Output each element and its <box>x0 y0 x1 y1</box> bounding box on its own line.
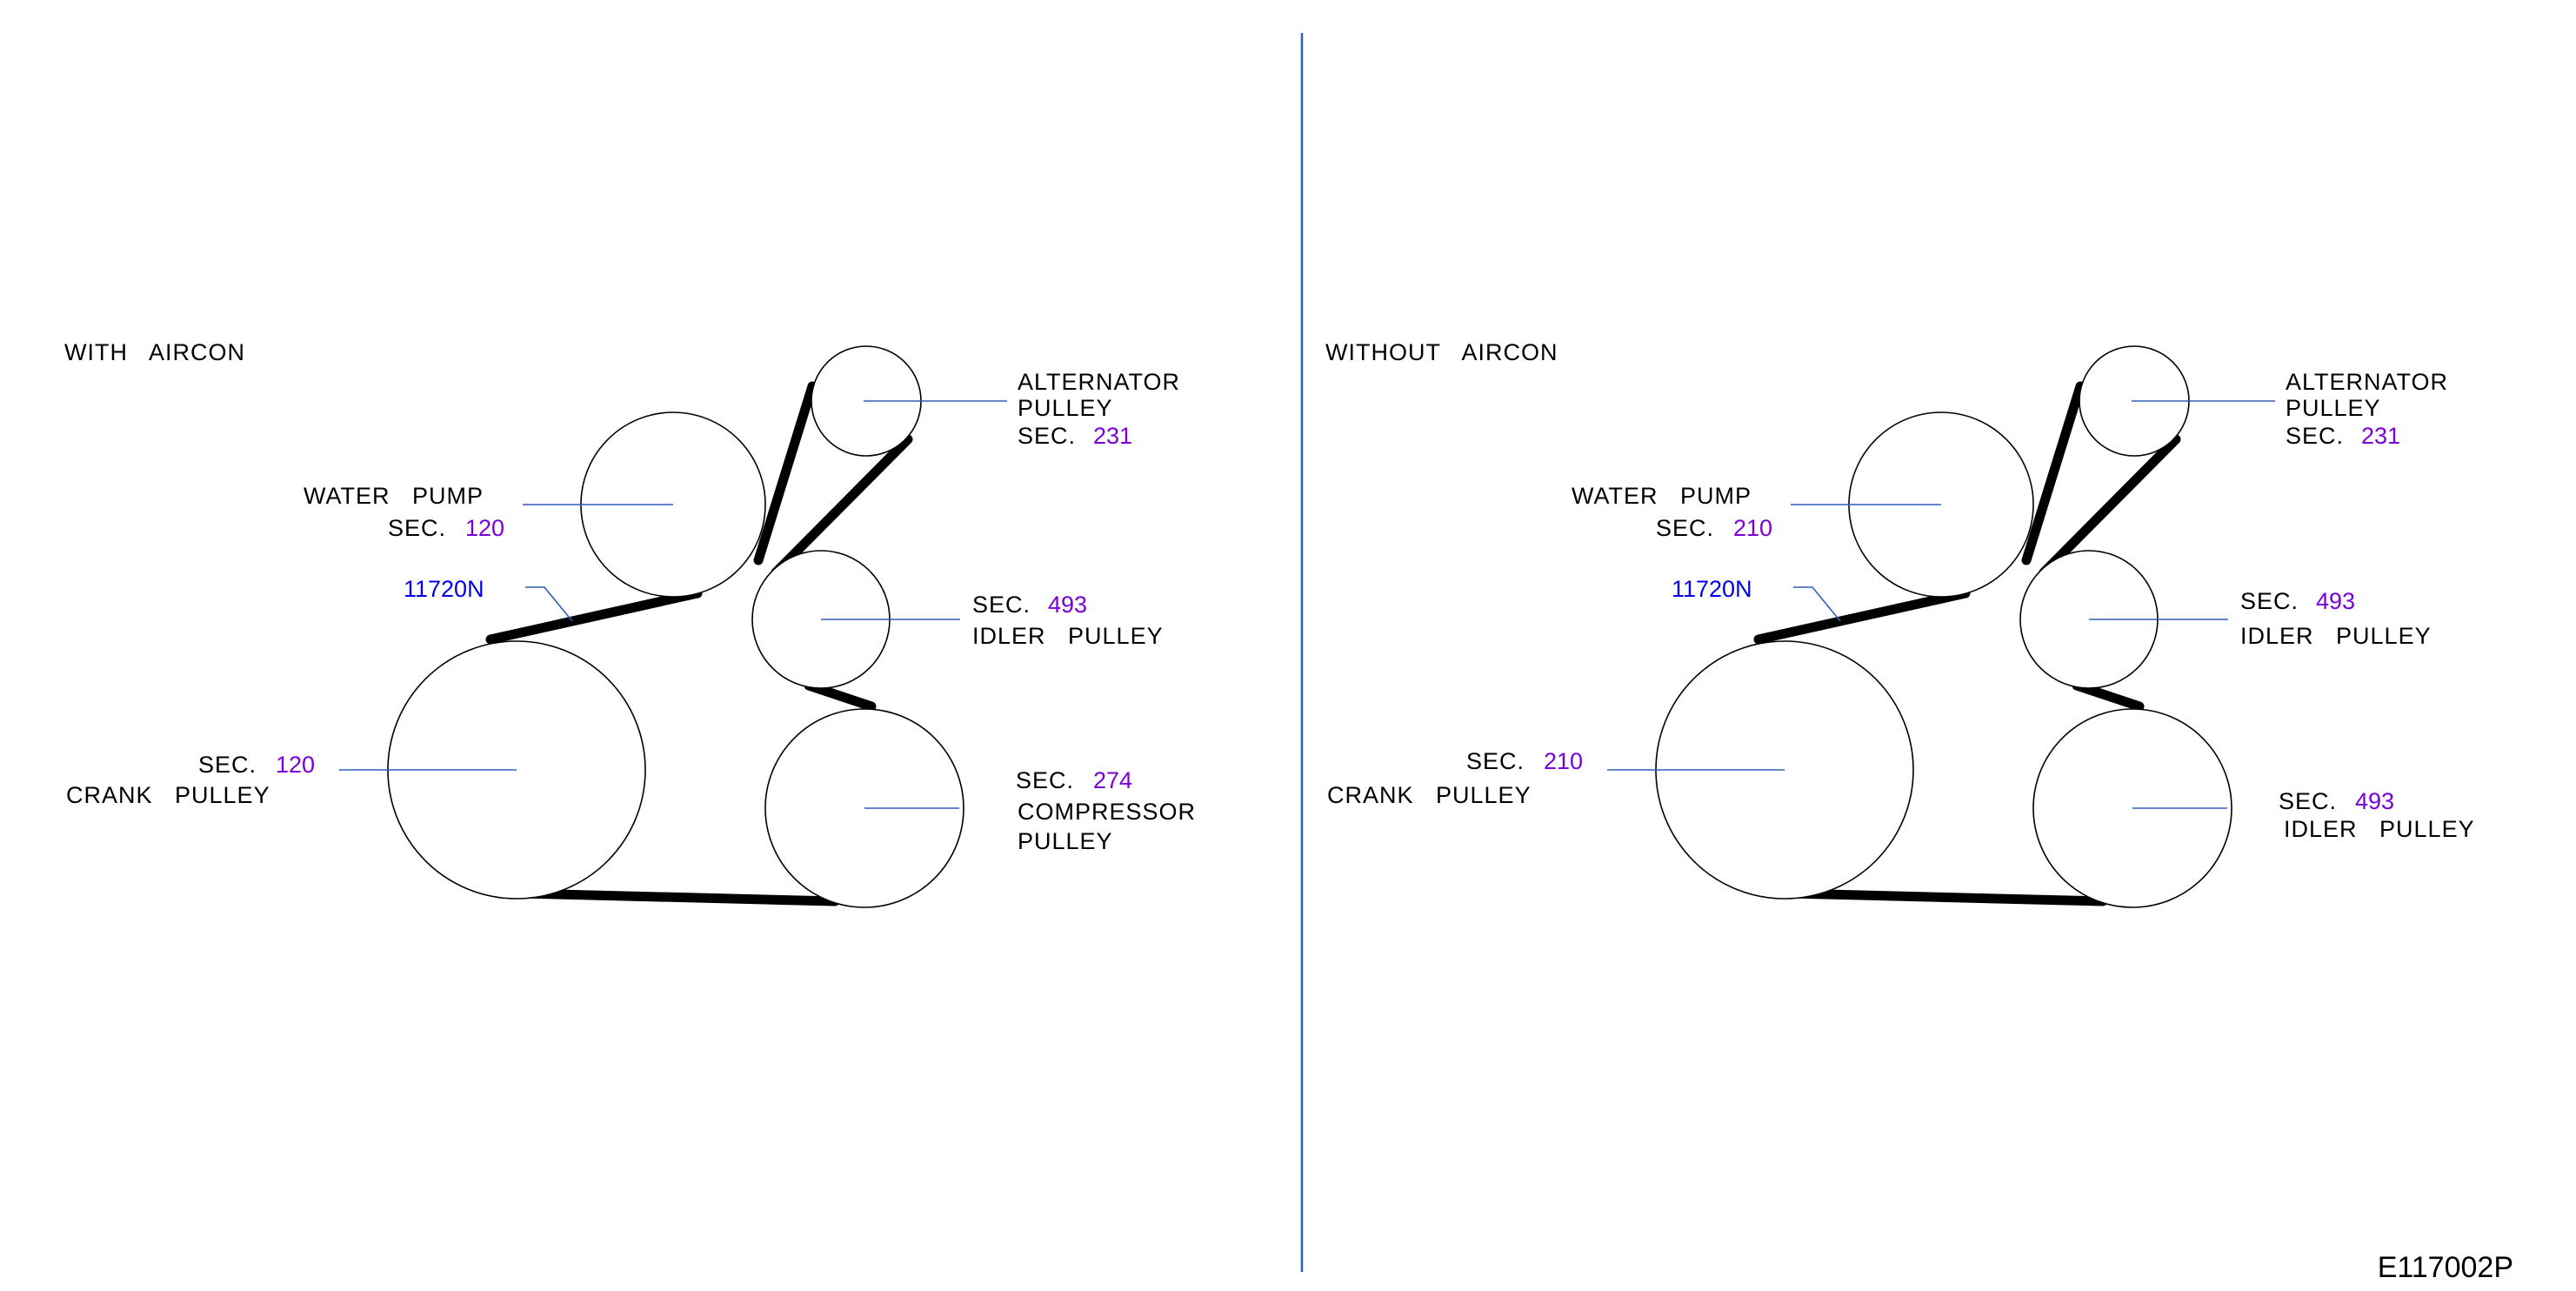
belt-segment <box>2021 381 2085 565</box>
water-pump-label: WATER PUMP <box>304 483 484 509</box>
belt-segment <box>771 434 913 578</box>
belt-part-number: 11720N <box>404 576 484 602</box>
belt-segment <box>1753 588 1971 645</box>
water-pump-sec-label: SEC. <box>1656 515 1714 541</box>
alternator-label-line1: ALTERNATOR <box>2286 369 2448 395</box>
belt-segment <box>485 588 703 645</box>
idler-upper-sec-label: SEC. <box>2240 588 2299 614</box>
compressor-sec-value: 274 <box>1093 767 1132 793</box>
leader-line <box>525 586 573 622</box>
idler-lower-sec-value: 493 <box>2355 788 2394 814</box>
alternator-sec-label: SEC. <box>1018 423 1076 449</box>
crank-sec-value: 210 <box>1544 748 1583 774</box>
compressor-label-line2: PULLEY <box>1018 828 1113 854</box>
belt-segment <box>2072 680 2145 712</box>
belt-segment <box>753 381 818 565</box>
compressor-label-line1: COMPRESSOR <box>1018 799 1196 825</box>
with-aircon-panel: WITH AIRCON ALTERNATOR PULLEY SEC. 231 W… <box>64 339 1196 908</box>
water-pump-sec-value: 120 <box>465 515 504 541</box>
idler-lower-sec-label: SEC. <box>2279 788 2337 814</box>
belt-part-number: 11720N <box>1672 576 1752 602</box>
panel-title: WITHOUT AIRCON <box>1325 339 1558 365</box>
belt-segment <box>517 888 840 906</box>
panel-title: WITH AIRCON <box>64 339 245 365</box>
belt-segment <box>1785 888 2108 906</box>
alternator-label-line2: PULLEY <box>1018 395 1113 421</box>
crank-sec-label: SEC. <box>1466 748 1525 774</box>
idler-sec-value: 493 <box>1048 592 1087 618</box>
crank-label: CRANK PULLEY <box>66 782 270 808</box>
alternator-label-line2: PULLEY <box>2286 395 2381 421</box>
crank-sec-label: SEC. <box>198 752 257 778</box>
compressor-sec-label: SEC. <box>1016 767 1074 793</box>
alternator-sec-label: SEC. <box>2286 423 2344 449</box>
idler-label: IDLER PULLEY <box>972 623 1164 649</box>
drive-belt <box>1753 381 2181 906</box>
crank-label: CRANK PULLEY <box>1327 782 1532 808</box>
drive-belt <box>485 381 913 906</box>
leader-line <box>1793 586 1841 622</box>
drawing-code: E117002P <box>2378 1251 2513 1284</box>
idler-upper-label: IDLER PULLEY <box>2240 623 2432 649</box>
alternator-sec-value: 231 <box>2361 423 2400 449</box>
crank-sec-value: 120 <box>276 752 315 778</box>
alternator-sec-value: 231 <box>1093 423 1132 449</box>
idler-lower-label: IDLER PULLEY <box>2284 816 2475 842</box>
water-pump-label: WATER PUMP <box>1572 483 1752 509</box>
idler-upper-sec-value: 493 <box>2316 588 2355 614</box>
idler-sec-label: SEC. <box>972 592 1031 618</box>
water-pump-sec-value: 210 <box>1733 515 1772 541</box>
alternator-label-line1: ALTERNATOR <box>1018 369 1180 395</box>
water-pump-sec-label: SEC. <box>388 515 446 541</box>
belt-segment <box>2039 434 2181 578</box>
belt-segment <box>804 680 877 712</box>
without-aircon-panel: WITHOUT AIRCON ALTERNATOR PULLEY SEC. 23… <box>1325 339 2475 908</box>
